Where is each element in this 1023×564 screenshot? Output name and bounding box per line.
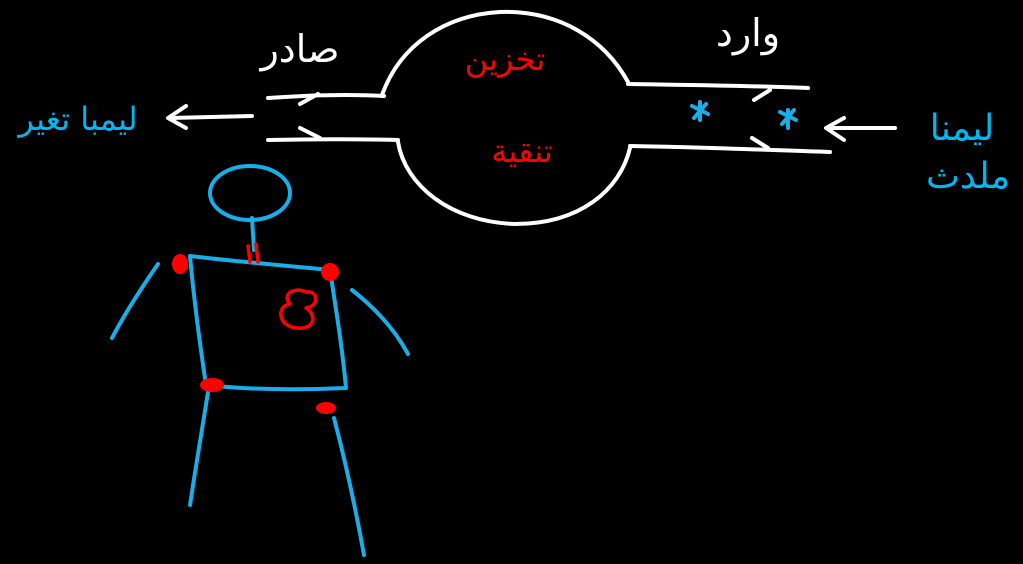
right-arm <box>350 288 410 356</box>
outlet-flow-mark-bottom <box>298 126 322 140</box>
outlet-flow-mark-top <box>298 92 320 106</box>
source-label-line2: ملدث <box>926 156 1010 197</box>
impurity-markers <box>690 100 798 130</box>
head <box>208 164 292 222</box>
chamber-top-arc <box>380 9 630 97</box>
body-markers <box>172 242 339 414</box>
source-label-line1: ليمنا <box>930 108 994 149</box>
torso <box>188 254 348 392</box>
inlet-pipe-bottom-wall <box>628 144 832 154</box>
consumer-label: ليمبا تغير <box>16 100 137 138</box>
output-label: صادر <box>258 27 339 71</box>
shoulder-left-dot <box>172 254 188 274</box>
impurity-star-icon <box>690 100 710 122</box>
human-body-figure <box>110 164 410 557</box>
storage-label: تخزين <box>465 40 545 78</box>
shoulder-right-dot <box>321 263 339 281</box>
kidney-organ-icon <box>279 288 318 330</box>
chamber-bottom-arc <box>396 140 632 226</box>
inlet-flow-mark-bottom <box>750 136 770 150</box>
input-label: وارد <box>716 11 780 56</box>
inlet-pipe-top-wall <box>626 82 810 90</box>
hip-left-dot <box>200 378 224 392</box>
inlet-pipe <box>626 82 832 154</box>
incoming-arrow <box>824 116 897 142</box>
neck <box>250 216 256 252</box>
inlet-flow-mark-top <box>752 88 772 102</box>
outlet-pipe <box>266 92 400 142</box>
purification-label: تنقية <box>491 132 553 170</box>
impurity-star-icon <box>778 108 798 130</box>
neck-marker <box>246 242 260 264</box>
outlet-pipe-bottom-wall <box>266 137 400 142</box>
hip-right-dot <box>316 402 336 414</box>
right-leg <box>332 416 366 557</box>
left-arm <box>110 262 160 340</box>
outlet-pipe-top-wall <box>266 92 386 100</box>
outgoing-arrow <box>166 104 254 130</box>
left-leg <box>188 390 210 507</box>
processing-chamber <box>380 9 632 226</box>
